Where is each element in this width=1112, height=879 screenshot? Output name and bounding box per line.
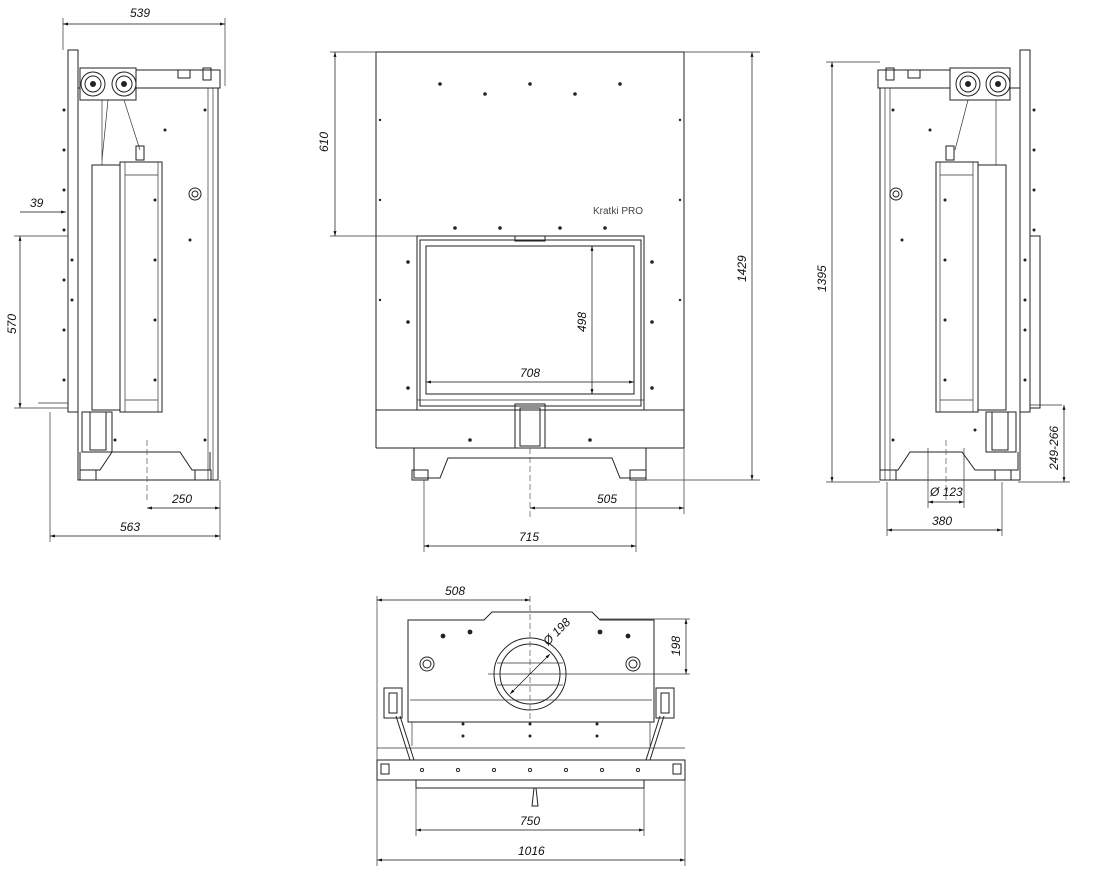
right-side-view: 1395 249-266 Ø 123 380 (815, 49, 1070, 536)
dim-dia-123: Ø 123 (929, 485, 963, 499)
left-side-view: 539 39 570 250 563 (5, 6, 226, 542)
top-view: 508 Ø 198 198 750 1016 (376, 584, 690, 866)
dim-dia-198: Ø 198 (540, 615, 574, 649)
dim-1429: 1429 (735, 255, 749, 282)
dim-610: 610 (317, 132, 331, 152)
dim-563: 563 (120, 520, 140, 534)
dim-380: 380 (932, 514, 952, 528)
dim-570: 570 (5, 314, 19, 334)
dim-505: 505 (597, 492, 617, 506)
dim-1016: 1016 (518, 844, 545, 858)
dim-250: 250 (171, 492, 192, 506)
dim-715: 715 (519, 530, 539, 544)
front-view: Kratki PRO 610 498 708 1429 505 (317, 51, 760, 552)
dim-508: 508 (445, 584, 465, 598)
dim-539: 539 (130, 6, 150, 20)
dim-498: 498 (575, 312, 589, 332)
dim-249-266: 249-266 (1047, 426, 1061, 471)
dim-198: 198 (669, 636, 683, 656)
dim-1395: 1395 (815, 265, 829, 292)
brand-logo: Kratki PRO (593, 206, 643, 217)
dim-750: 750 (520, 814, 540, 828)
dim-708: 708 (520, 366, 540, 380)
dim-39: 39 (30, 196, 44, 210)
